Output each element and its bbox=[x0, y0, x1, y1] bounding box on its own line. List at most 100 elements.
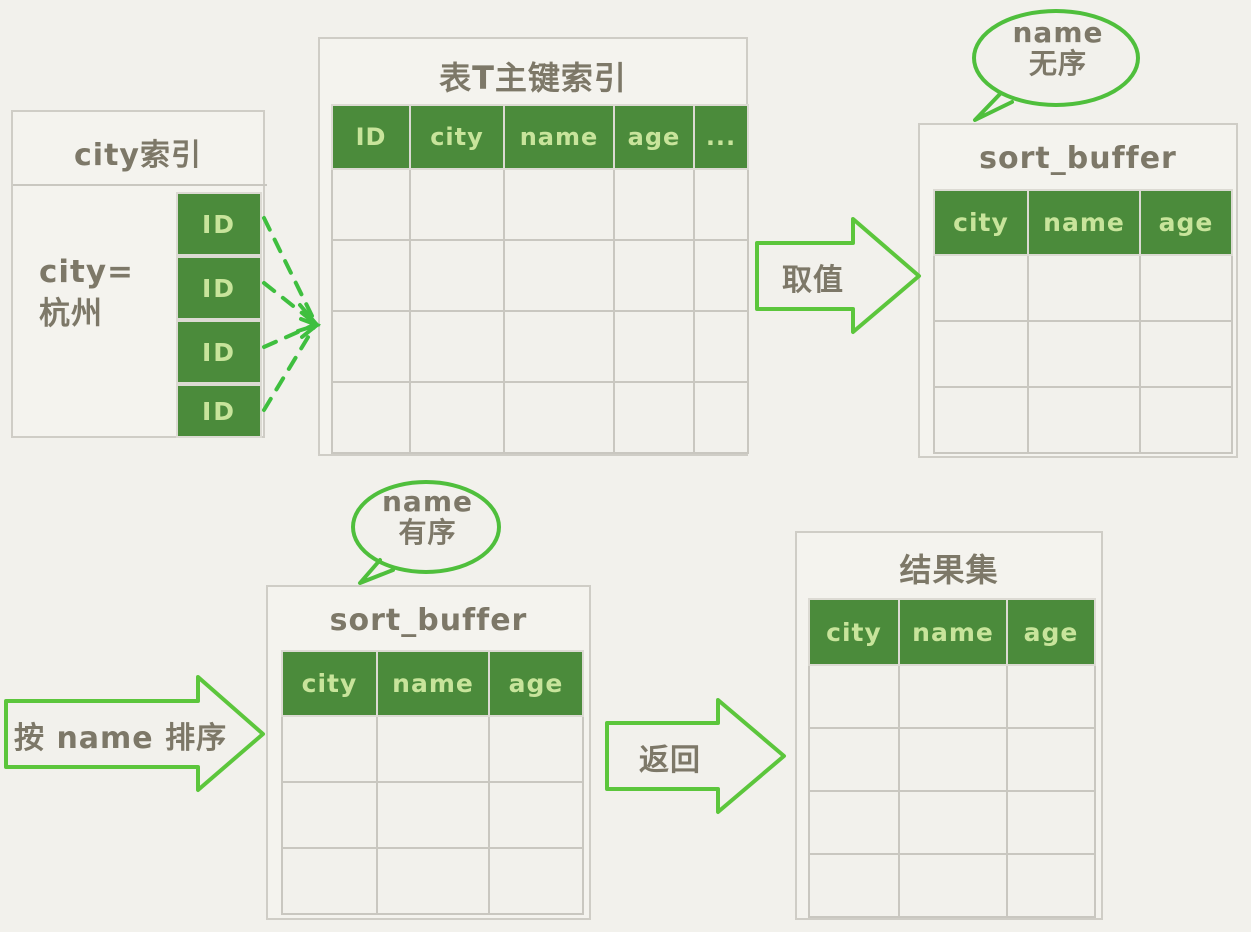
table-cell bbox=[1027, 386, 1141, 454]
table-cell bbox=[503, 381, 615, 454]
table-cell bbox=[1006, 727, 1096, 792]
dashed-link bbox=[262, 281, 318, 326]
sort-buffer-bottom-title: sort_buffer bbox=[329, 603, 528, 638]
table-row bbox=[331, 310, 749, 383]
table-cell bbox=[933, 386, 1029, 454]
table-cell bbox=[409, 168, 505, 241]
table-cell bbox=[503, 239, 615, 312]
table-row bbox=[281, 715, 584, 783]
table-cell bbox=[376, 847, 490, 915]
table-row bbox=[808, 790, 1096, 855]
table-cell bbox=[933, 320, 1029, 388]
table-cell bbox=[898, 790, 1008, 855]
table-row bbox=[331, 381, 749, 454]
city-index-divider bbox=[13, 184, 267, 186]
table-cell bbox=[488, 715, 584, 783]
table-t-grid: ID city name age ... bbox=[331, 104, 749, 454]
table-row bbox=[281, 847, 584, 915]
table-cell bbox=[693, 310, 749, 383]
table-cell bbox=[613, 239, 695, 312]
table-cell bbox=[281, 781, 378, 849]
sort-buffer-bottom-grid: city name age bbox=[281, 650, 584, 915]
table-cell bbox=[933, 254, 1029, 322]
id-cell: ID bbox=[176, 256, 262, 320]
column-header: city bbox=[933, 189, 1029, 256]
table-cell bbox=[1139, 320, 1233, 388]
table-row bbox=[331, 168, 749, 241]
table-cell bbox=[1027, 254, 1141, 322]
id-cell: ID bbox=[176, 192, 262, 256]
table-row bbox=[808, 853, 1096, 918]
table-row bbox=[281, 781, 584, 849]
table-cell bbox=[488, 847, 584, 915]
table-t-title: 表T主键索引 bbox=[439, 59, 627, 97]
table-row bbox=[933, 320, 1233, 388]
column-header: age bbox=[1139, 189, 1233, 256]
table-cell bbox=[1139, 386, 1233, 454]
sort-buffer-top-title: sort_buffer bbox=[979, 141, 1177, 176]
table-cell bbox=[409, 310, 505, 383]
table-cell bbox=[331, 310, 411, 383]
column-header: city bbox=[808, 598, 900, 666]
column-header: city bbox=[409, 104, 505, 170]
table-cell bbox=[488, 781, 584, 849]
sort-buffer-top-grid: city name age bbox=[933, 189, 1233, 454]
column-header: ID bbox=[331, 104, 411, 170]
result-set-title: 结果集 bbox=[899, 551, 999, 589]
table-cell bbox=[808, 727, 900, 792]
table-cell bbox=[409, 381, 505, 454]
table-cell bbox=[693, 239, 749, 312]
column-header: name bbox=[376, 650, 490, 717]
table-row bbox=[808, 664, 1096, 729]
table-cell bbox=[1027, 320, 1141, 388]
table-cell bbox=[898, 853, 1008, 918]
table-cell bbox=[331, 239, 411, 312]
column-header: age bbox=[488, 650, 584, 717]
table-row bbox=[808, 727, 1096, 792]
city-index-title: city索引 bbox=[74, 138, 202, 173]
table-cell bbox=[281, 715, 378, 783]
dashed-link-arrowheads bbox=[296, 303, 321, 339]
column-header: age bbox=[613, 104, 695, 170]
table-cell bbox=[1139, 254, 1233, 322]
table-row bbox=[933, 254, 1233, 322]
table-cell bbox=[693, 168, 749, 241]
column-header: age bbox=[1006, 598, 1096, 666]
table-cell bbox=[376, 781, 490, 849]
table-cell bbox=[808, 790, 900, 855]
table-cell bbox=[808, 664, 900, 729]
result-set-grid: city name age bbox=[808, 598, 1096, 918]
return-arrow-label: 返回 bbox=[639, 743, 701, 778]
dashed-link bbox=[262, 216, 318, 326]
table-cell bbox=[898, 727, 1008, 792]
dashed-link bbox=[262, 322, 318, 349]
id-cell: ID bbox=[176, 384, 262, 438]
dashed-link bbox=[262, 322, 318, 412]
table-cell bbox=[693, 381, 749, 454]
city-index-condition: city= 杭州 bbox=[39, 254, 135, 332]
table-cell bbox=[1006, 790, 1096, 855]
sort-by-name-arrow-label: 按 name 排序 bbox=[14, 721, 228, 756]
table-cell bbox=[503, 168, 615, 241]
table-row bbox=[331, 239, 749, 312]
column-header: name bbox=[1027, 189, 1141, 256]
column-header: ... bbox=[693, 104, 749, 170]
table-cell bbox=[613, 381, 695, 454]
table-cell bbox=[898, 664, 1008, 729]
table-cell bbox=[376, 715, 490, 783]
table-cell bbox=[808, 853, 900, 918]
table-cell bbox=[331, 168, 411, 241]
table-cell bbox=[1006, 853, 1096, 918]
name-unordered-bubble-text: name 无序 bbox=[1012, 16, 1104, 80]
column-header: city bbox=[281, 650, 378, 717]
table-cell bbox=[1006, 664, 1096, 729]
table-cell bbox=[409, 239, 505, 312]
table-cell bbox=[613, 168, 695, 241]
table-cell bbox=[281, 847, 378, 915]
table-header-row: ID city name age ... bbox=[331, 104, 749, 170]
table-cell bbox=[613, 310, 695, 383]
id-cell: ID bbox=[176, 320, 262, 384]
id-to-table-dashed-links bbox=[262, 216, 318, 412]
table-row bbox=[933, 386, 1233, 454]
